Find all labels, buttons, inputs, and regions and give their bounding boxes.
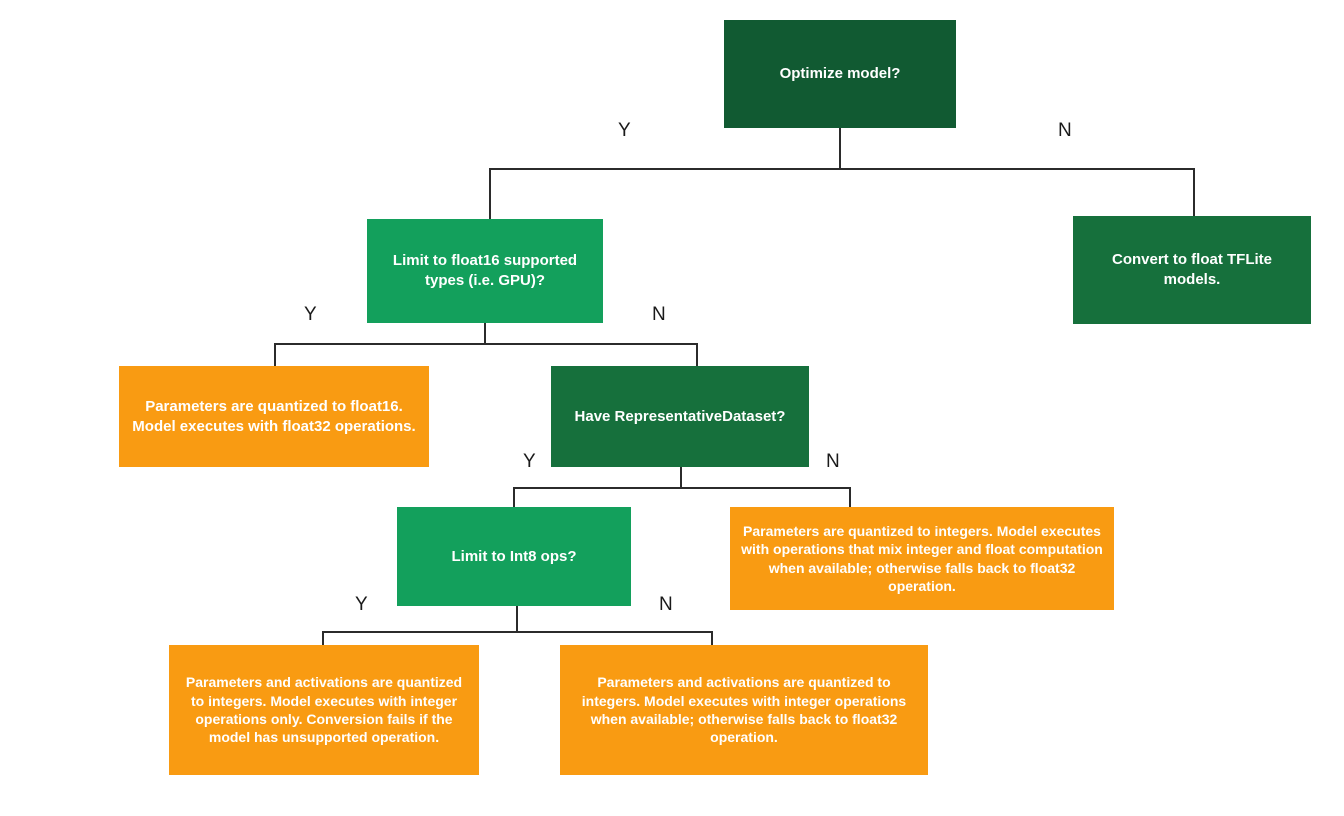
node-int8-only-result[interactable]: Parameters and activations are quantized… xyxy=(169,645,479,775)
edge-root-stem xyxy=(839,128,841,169)
edge-level2-right-drop xyxy=(696,343,698,366)
branch-label-optimize-no: N xyxy=(1058,120,1072,141)
node-convert-float-tflite-label: Convert to float TFLite models. xyxy=(1112,251,1272,288)
node-have-representative-dataset[interactable]: Have RepresentativeDataset? xyxy=(551,366,809,467)
node-limit-int8-ops-label: Limit to Int8 ops? xyxy=(451,547,577,565)
node-int8-fallback-result[interactable]: Parameters and activations are quantized… xyxy=(560,645,928,775)
edge-level3-right-drop xyxy=(849,487,851,507)
edge-float16-stem xyxy=(484,323,486,344)
edge-level1-bus xyxy=(489,168,1195,170)
node-convert-float-tflite[interactable]: Convert to float TFLite models. xyxy=(1073,216,1311,324)
node-optimize-model[interactable]: Optimize model? xyxy=(724,20,956,128)
edge-dataset-stem xyxy=(680,467,682,488)
edge-level2-left-drop xyxy=(274,343,276,367)
edge-level4-right-drop xyxy=(711,631,713,646)
node-float16-result[interactable]: Parameters are quantized to float16. Mod… xyxy=(119,366,429,467)
node-float16-result-label: Parameters are quantized to float16. Mod… xyxy=(132,397,416,435)
node-dynamic-range-result-label: Parameters are quantized to integers. Mo… xyxy=(741,522,1103,594)
edge-level3-bus xyxy=(513,487,851,489)
node-optimize-model-label: Optimize model? xyxy=(779,65,901,83)
node-limit-float16[interactable]: Limit to float16 supported types (i.e. G… xyxy=(367,219,603,323)
branch-label-int8-no: N xyxy=(659,594,673,615)
branch-label-optimize-yes: Y xyxy=(618,120,631,141)
node-limit-int8-ops[interactable]: Limit to Int8 ops? xyxy=(397,507,631,606)
node-int8-fallback-result-label: Parameters and activations are quantized… xyxy=(581,674,907,746)
node-limit-float16-label: Limit to float16 supported types (i.e. G… xyxy=(392,252,578,289)
edge-level1-left-drop xyxy=(489,168,491,219)
branch-label-float16-no: N xyxy=(652,304,666,325)
edge-level3-left-drop xyxy=(513,487,515,507)
node-dynamic-range-result[interactable]: Parameters are quantized to integers. Mo… xyxy=(730,507,1114,610)
edge-level2-bus xyxy=(274,343,698,345)
branch-label-int8-yes: Y xyxy=(355,594,368,615)
branch-label-dataset-yes: Y xyxy=(523,451,536,472)
branch-label-dataset-no: N xyxy=(826,451,840,472)
branch-label-float16-yes: Y xyxy=(304,304,317,325)
node-have-representative-dataset-label: Have RepresentativeDataset? xyxy=(574,407,786,425)
edge-level1-right-drop xyxy=(1193,168,1195,216)
edge-level4-bus xyxy=(322,631,713,633)
edge-level4-left-drop xyxy=(322,631,324,646)
edge-int8-stem xyxy=(516,606,518,632)
node-int8-only-result-label: Parameters and activations are quantized… xyxy=(185,674,463,746)
